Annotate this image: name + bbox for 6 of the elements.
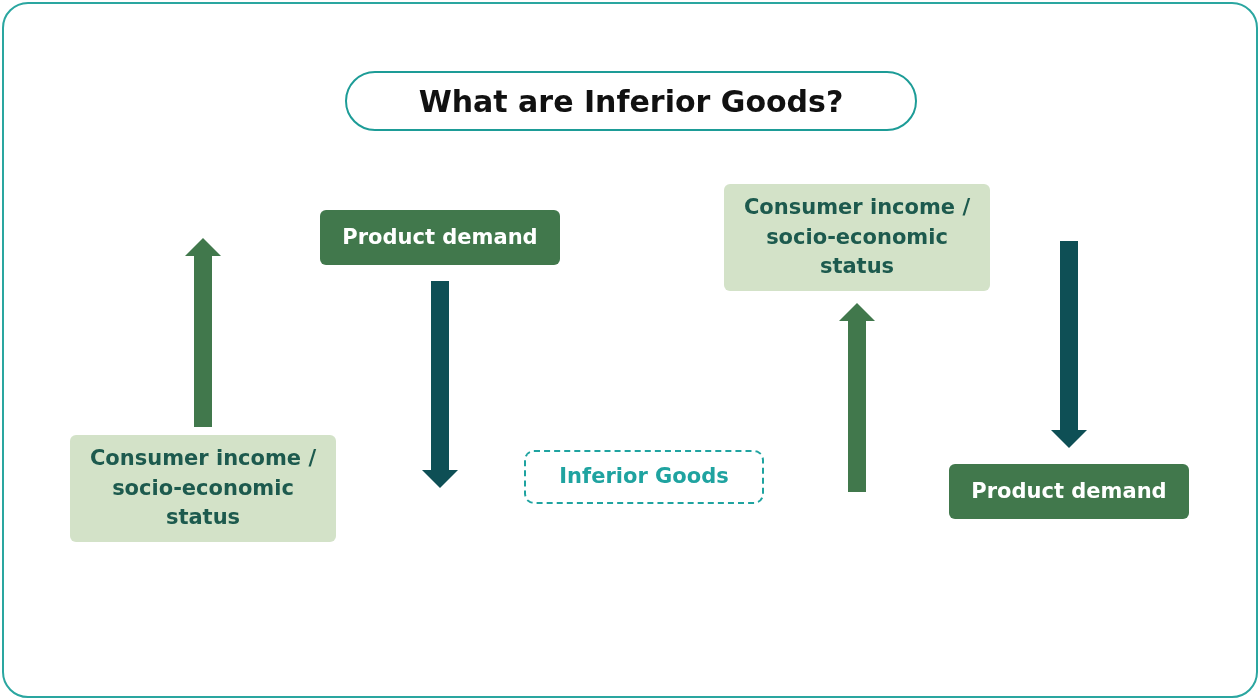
text-box: Product demand xyxy=(320,210,560,265)
text-box: Consumer income / socio-economic status xyxy=(724,184,990,291)
text-box: Product demand xyxy=(949,464,1189,519)
title: What are Inferior Goods? xyxy=(345,71,917,131)
text-box: Consumer income / socio-economic status xyxy=(70,435,336,542)
dashed-box: Inferior Goods xyxy=(524,450,764,504)
